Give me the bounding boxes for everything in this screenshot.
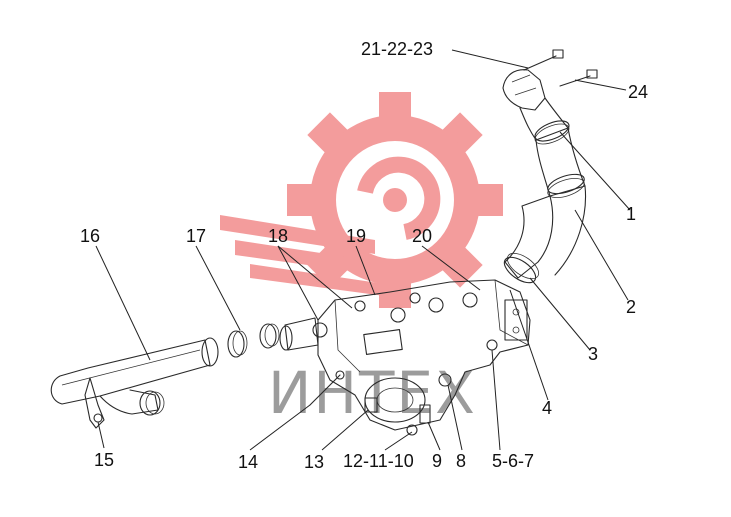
callout-1: 1 [626, 204, 636, 224]
callout-9: 9 [432, 451, 442, 471]
callout-13: 13 [304, 452, 324, 472]
callout-2: 2 [626, 297, 636, 317]
callout-labels: 21-22-23 24 1 2 3 4 16 17 18 19 20 15 14… [80, 39, 648, 472]
callout-8: 8 [456, 451, 466, 471]
upper-pipe-assembly [502, 49, 598, 284]
inlet-pipe-assembly [50, 317, 319, 429]
callout-20: 20 [412, 226, 432, 246]
callout-12-11-10: 12-11-10 [343, 451, 414, 471]
callout-15: 15 [94, 450, 114, 470]
watermark-gear-logo [220, 92, 503, 308]
callout-21-22-23: 21-22-23 [361, 39, 433, 59]
watermark-text: ИНТЕХ [268, 359, 477, 427]
callout-16: 16 [80, 226, 100, 246]
leader-lines [95, 49, 631, 451]
callout-24: 24 [628, 82, 648, 102]
callout-17: 17 [186, 226, 206, 246]
callout-3: 3 [588, 344, 598, 364]
intercooler-housing [309, 279, 531, 436]
callout-5-6-7: 5-6-7 [492, 451, 534, 471]
callout-4: 4 [542, 398, 552, 418]
callout-19: 19 [346, 226, 366, 246]
callout-18: 18 [268, 226, 288, 246]
callout-14: 14 [238, 452, 258, 472]
